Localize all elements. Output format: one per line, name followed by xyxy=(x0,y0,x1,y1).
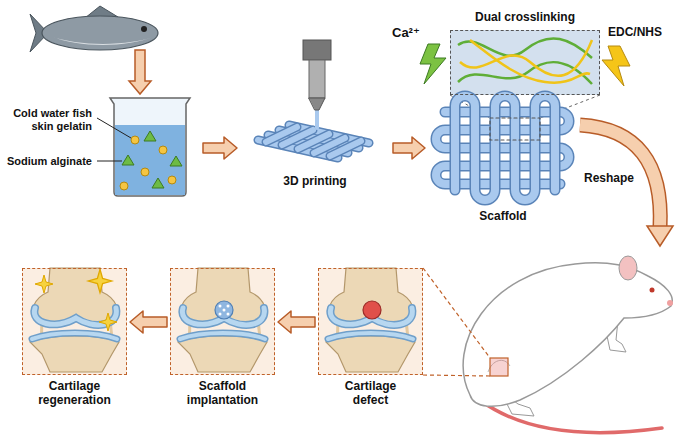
node-text: 3D printing xyxy=(240,175,390,189)
node-text: Cartilage defect xyxy=(327,380,414,408)
node-text: Scaffold implantation xyxy=(179,380,266,408)
printing-step: 3D printing xyxy=(240,45,390,192)
annotation-label: EDC/NHS xyxy=(608,26,662,40)
fish-eye xyxy=(141,26,147,32)
annotation-label: Reshape xyxy=(584,172,634,186)
alginate-chain xyxy=(458,38,592,58)
panel-ground xyxy=(170,268,275,375)
beaker-glass xyxy=(110,98,190,196)
knee-panel: Scaffold implantation xyxy=(170,268,275,375)
beaker-liquid xyxy=(115,125,185,195)
gelatin-particle xyxy=(120,182,128,190)
knee-panels xyxy=(22,268,423,375)
leader-line xyxy=(97,118,131,138)
rat-ear xyxy=(619,256,637,280)
process-arrow xyxy=(203,137,237,159)
printer-head xyxy=(303,40,331,60)
sparkle-star xyxy=(88,269,111,292)
zoom-box xyxy=(490,118,540,140)
rat-nose xyxy=(667,300,673,306)
implant-pore xyxy=(227,305,230,308)
leader-line xyxy=(97,161,122,162)
node-text: Sodium alginate xyxy=(2,155,92,168)
gelatin-particle xyxy=(141,168,149,176)
implant-pore xyxy=(219,313,222,316)
implant-pore xyxy=(223,309,226,312)
lightning-bolt xyxy=(602,46,630,86)
node-text: Dual crosslinking xyxy=(431,11,619,25)
sparkle-star xyxy=(99,313,117,331)
fish-belly xyxy=(50,36,156,45)
sparkle-star xyxy=(35,275,53,293)
printer-illustration xyxy=(258,40,369,158)
panel-ground xyxy=(318,268,423,375)
annotation-label: Ca²⁺ xyxy=(392,26,420,41)
process-arrow xyxy=(129,50,151,94)
lightning-bolt xyxy=(420,44,446,84)
zoom-line xyxy=(423,375,490,376)
fish-body xyxy=(42,16,158,50)
knee-panel: Cartilage regeneration xyxy=(22,268,127,375)
printer-nozzle xyxy=(309,60,325,98)
alginate-chain xyxy=(458,62,592,84)
node-text: Scaffold xyxy=(428,210,578,224)
fish-illustration xyxy=(30,6,158,52)
panel-ground xyxy=(22,268,127,375)
node-text: Cartilage regeneration xyxy=(31,380,118,408)
zoom-box xyxy=(490,358,508,376)
crosslink-box: Dual crosslinking xyxy=(450,30,600,95)
nozzle-tip xyxy=(309,98,325,110)
gelatin-particle xyxy=(159,146,167,154)
implant-pore xyxy=(219,305,222,308)
process-arrow xyxy=(130,311,167,333)
mixing-beaker: Cold water fish skin gelatinSodium algin… xyxy=(0,95,200,200)
implant-spot xyxy=(215,301,233,319)
gelatin-particle xyxy=(131,136,139,144)
inset-ground xyxy=(450,30,600,95)
scaffold-step: Scaffold xyxy=(428,95,578,227)
zoom-line xyxy=(423,268,490,358)
implant-pore xyxy=(227,313,230,316)
scaffold-illustration xyxy=(436,96,569,200)
node-text: Cold water fish skin gelatin xyxy=(2,107,92,132)
extruded-strand xyxy=(315,110,319,128)
defect-spot xyxy=(363,301,381,319)
alginate-particle xyxy=(170,156,182,166)
knee-panel: Cartilage defect xyxy=(318,268,423,375)
alginate-particle xyxy=(152,178,164,188)
rat-body xyxy=(463,263,672,407)
reshape-arrow xyxy=(580,125,673,246)
rat-illustration xyxy=(423,256,673,433)
beaker-illustration xyxy=(97,98,190,196)
gelatin-particle xyxy=(168,176,176,184)
gelatin-chain xyxy=(470,40,590,83)
knee-joint xyxy=(178,268,267,372)
process-arrow xyxy=(278,311,315,333)
knee-joint xyxy=(30,268,119,372)
alginate-particle xyxy=(122,155,134,165)
knee-joint xyxy=(326,268,415,372)
alginate-particle xyxy=(144,131,156,141)
process-arrow xyxy=(393,137,425,159)
gelatin-chain xyxy=(460,40,592,76)
rat-eye xyxy=(650,288,655,293)
